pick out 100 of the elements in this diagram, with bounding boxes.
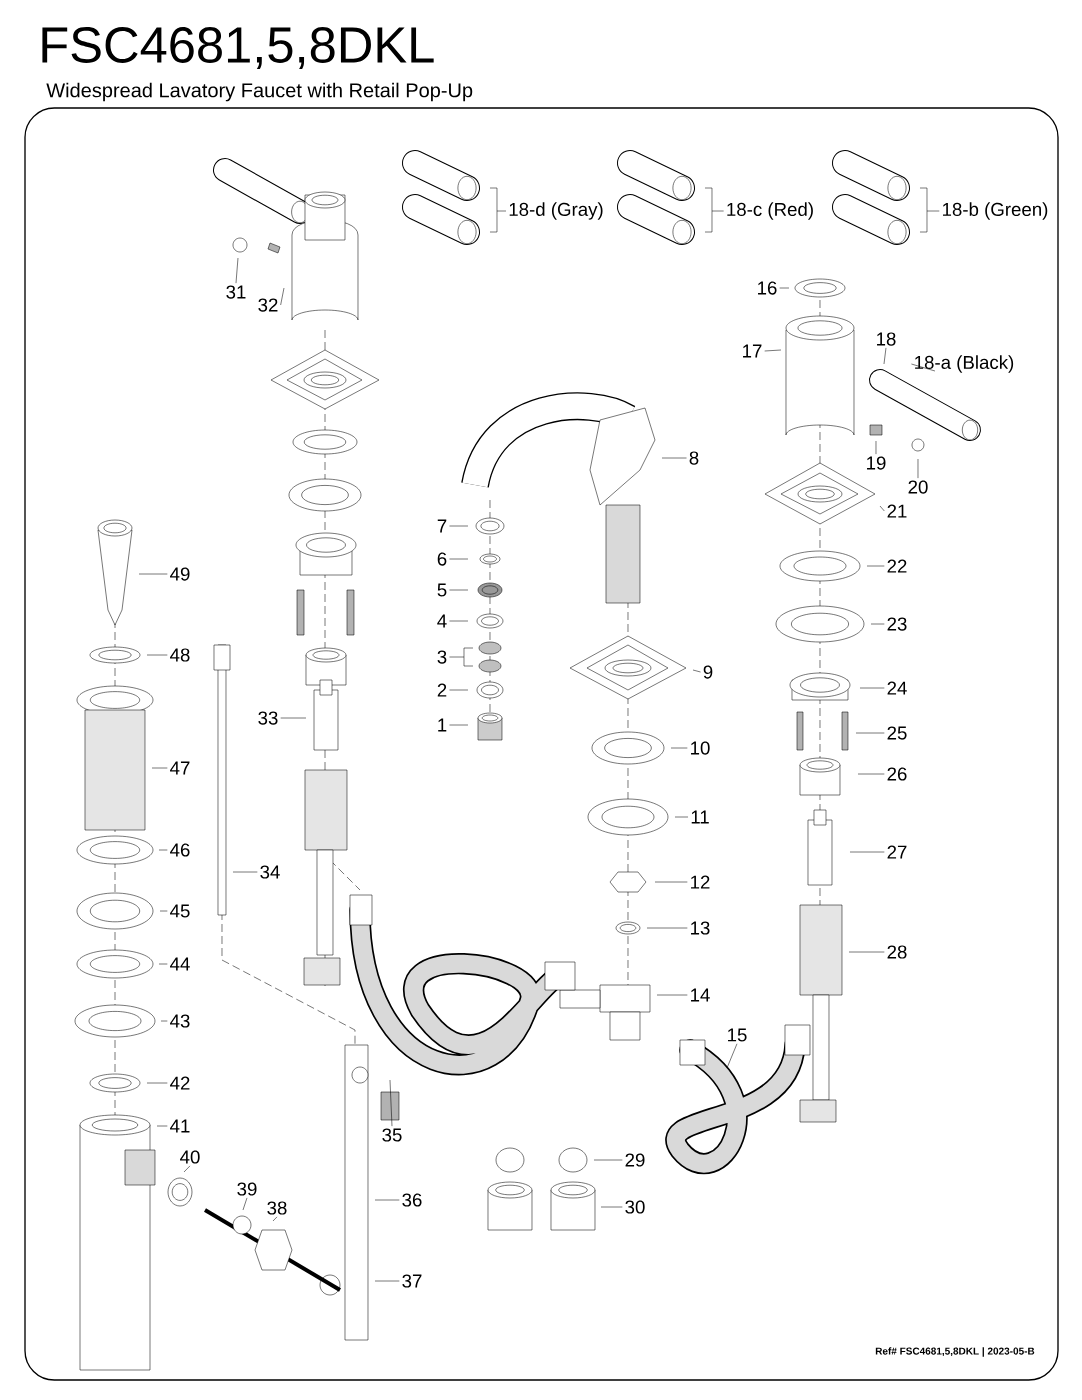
leader-line	[661, 457, 687, 459]
callout-number: 22	[887, 559, 907, 573]
leader-line	[156, 1125, 168, 1127]
callout-number: 29	[625, 1153, 645, 1167]
leader-line	[280, 287, 285, 306]
leader-line	[600, 1206, 623, 1208]
leader-line	[146, 1082, 168, 1084]
callout-number: 46	[170, 843, 190, 857]
callout-number: 34	[260, 865, 280, 879]
callout-number: 44	[170, 957, 190, 971]
callout-number: 2	[437, 683, 447, 697]
leader-line	[726, 1043, 738, 1069]
callout-number: 45	[170, 904, 190, 918]
callout-number: 18-d (Gray)	[509, 202, 603, 220]
leader-line	[235, 257, 239, 284]
callout-number: 42	[170, 1076, 190, 1090]
leader-line	[848, 951, 885, 953]
callout-number: 9	[703, 665, 713, 679]
leader-line	[670, 747, 688, 749]
leader-line	[870, 623, 885, 625]
leader-line	[911, 363, 936, 372]
callout-number: 30	[625, 1200, 645, 1214]
callout-number: 17	[743, 344, 762, 358]
callout-number: 12	[691, 875, 710, 889]
callout-number: 18	[877, 332, 896, 346]
leader-line	[875, 440, 877, 455]
callout-number: 27	[887, 845, 907, 859]
callout-number: 25	[887, 726, 907, 740]
title: FSC4681,5,8DKL	[42, 27, 434, 69]
callout-number: 24	[887, 681, 907, 695]
callout-number: 18-c (Red)	[727, 202, 813, 220]
leader-line	[183, 1165, 191, 1173]
leader-line	[779, 287, 790, 289]
leader-line	[449, 620, 469, 622]
callout-number: 19	[867, 456, 886, 470]
leader-line	[674, 816, 689, 818]
leader-line	[280, 717, 307, 719]
callout-number: 16	[758, 281, 777, 295]
leader-line	[449, 647, 474, 667]
leader-line	[917, 458, 919, 479]
callout-number: 28	[887, 945, 907, 959]
callout-number: 21	[887, 504, 907, 518]
callout-number: 48	[170, 648, 190, 662]
callout-number: 32	[258, 298, 278, 312]
callout-number: 35	[382, 1128, 402, 1142]
callout-number: 3	[437, 650, 447, 664]
callout-number: 20	[908, 480, 928, 494]
callout-number: 47	[170, 761, 190, 775]
leader-line	[646, 927, 688, 929]
leader-line	[879, 505, 885, 512]
callout-number: 10	[691, 741, 710, 755]
leader-line	[449, 689, 469, 691]
leader-line	[857, 773, 885, 775]
leader-line	[151, 767, 168, 769]
leader-line	[866, 565, 885, 567]
callout-number: 41	[170, 1119, 190, 1133]
callout-number: 26	[887, 767, 907, 781]
leader-line	[489, 187, 507, 233]
callout-number: 15	[728, 1028, 747, 1042]
callout-number: 39	[237, 1182, 257, 1196]
leader-line	[138, 573, 168, 575]
callout-number: 43	[170, 1014, 190, 1028]
leader-line	[374, 1280, 400, 1282]
callout-number: 49	[170, 567, 190, 581]
callout-number: 7	[437, 519, 447, 533]
leader-line	[374, 1199, 400, 1201]
callout-number: 11	[691, 810, 709, 824]
leader-line	[764, 349, 782, 352]
callout-number: 14	[691, 988, 710, 1002]
leader-line	[704, 187, 724, 233]
callout-number: 33	[258, 711, 278, 725]
callout-number: 40	[180, 1150, 200, 1164]
callout-number: 6	[437, 552, 447, 566]
leader-line	[883, 347, 887, 365]
leader-line	[449, 589, 469, 591]
callout-number: 8	[689, 451, 699, 465]
callout-number: 37	[402, 1274, 422, 1288]
subtitle: Widespread Lavatory Faucet with Retail Pop-Up	[46, 82, 473, 102]
reference-note: Ref# FSC4681,5,8DKL | 2023-05-B	[875, 1347, 1035, 1357]
leader-line	[449, 525, 469, 527]
leader-line	[692, 669, 701, 673]
leader-line	[919, 187, 940, 233]
leader-line	[232, 871, 258, 873]
leader-line	[449, 558, 469, 560]
leader-line	[159, 910, 168, 912]
callout-number: 18-a (Black)	[915, 355, 1014, 373]
leader-line	[146, 654, 168, 656]
callout-number: 13	[691, 921, 710, 935]
callout-number: 31	[226, 285, 246, 299]
leader-line	[158, 849, 168, 851]
leader-line	[849, 851, 885, 853]
leader-line	[158, 963, 168, 965]
callout-number: 38	[267, 1201, 287, 1215]
leader-line	[242, 1197, 248, 1211]
leader-line	[859, 687, 885, 689]
leader-line	[160, 1020, 168, 1022]
leader-line	[656, 994, 688, 996]
callout-number: 1	[438, 718, 447, 732]
leader-line	[855, 732, 885, 734]
callout-number: 23	[887, 617, 907, 631]
